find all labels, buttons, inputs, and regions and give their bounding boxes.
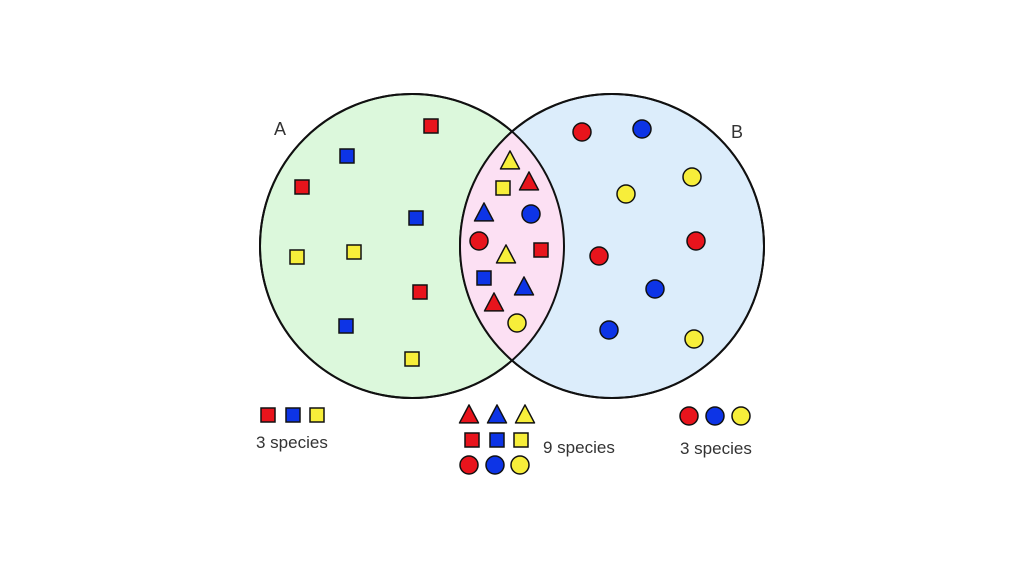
- red-triangle-icon: [518, 171, 540, 191]
- yellow-triangle-icon: [495, 244, 517, 264]
- blue-triangle-icon: [513, 276, 535, 296]
- blue-square-icon: [489, 432, 505, 448]
- red-square-icon: [423, 118, 439, 134]
- blue-circle-icon: [632, 119, 652, 139]
- blue-square-icon: [285, 407, 301, 423]
- yellow-square-icon: [495, 180, 511, 196]
- blue-circle-icon: [645, 279, 665, 299]
- set-b-outline: [459, 93, 765, 399]
- set-b-only-members: [572, 119, 706, 349]
- yellow-circle-icon: [684, 329, 704, 349]
- yellow-circle-icon: [731, 406, 751, 426]
- set-a-only-members: [289, 118, 439, 367]
- yellow-square-icon: [404, 351, 420, 367]
- blue-square-icon: [408, 210, 424, 226]
- yellow-circle-icon: [616, 184, 636, 204]
- red-circle-icon: [589, 246, 609, 266]
- legend-intersection: [458, 404, 536, 475]
- blue-circle-icon: [705, 406, 725, 426]
- yellow-circle-icon: [510, 455, 530, 475]
- yellow-square-icon: [309, 407, 325, 423]
- red-square-icon: [412, 284, 428, 300]
- set-b-label: B: [731, 122, 743, 142]
- intersection-members: [469, 150, 549, 333]
- red-circle-icon: [459, 455, 479, 475]
- legend-b-only: [679, 406, 751, 426]
- blue-circle-icon: [485, 455, 505, 475]
- red-triangle-icon: [458, 404, 480, 424]
- red-square-icon: [260, 407, 276, 423]
- yellow-circle-icon: [507, 313, 527, 333]
- blue-square-icon: [339, 148, 355, 164]
- red-circle-icon: [686, 231, 706, 251]
- blue-triangle-icon: [486, 404, 508, 424]
- set-a-outline: [259, 93, 565, 399]
- blue-square-icon: [476, 270, 492, 286]
- blue-circle-icon: [521, 204, 541, 224]
- yellow-square-icon: [513, 432, 529, 448]
- red-circle-icon: [679, 406, 699, 426]
- yellow-triangle-icon: [514, 404, 536, 424]
- red-circle-icon: [572, 122, 592, 142]
- red-square-icon: [294, 179, 310, 195]
- legend-a-only-label: 3 species: [256, 433, 328, 452]
- yellow-circle-icon: [682, 167, 702, 187]
- yellow-square-icon: [346, 244, 362, 260]
- blue-circle-icon: [599, 320, 619, 340]
- red-square-icon: [533, 242, 549, 258]
- red-circle-icon: [469, 231, 489, 251]
- intersection-region: [460, 94, 564, 398]
- red-square-icon: [464, 432, 480, 448]
- blue-triangle-icon: [473, 202, 495, 222]
- blue-square-icon: [338, 318, 354, 334]
- red-triangle-icon: [483, 292, 505, 312]
- set-a-label: A: [274, 119, 286, 139]
- legend-b-only-label: 3 species: [680, 439, 752, 458]
- yellow-triangle-icon: [499, 150, 521, 170]
- legend-intersection-label: 9 species: [543, 438, 615, 457]
- legend-a-only: [260, 407, 325, 423]
- yellow-square-icon: [289, 249, 305, 265]
